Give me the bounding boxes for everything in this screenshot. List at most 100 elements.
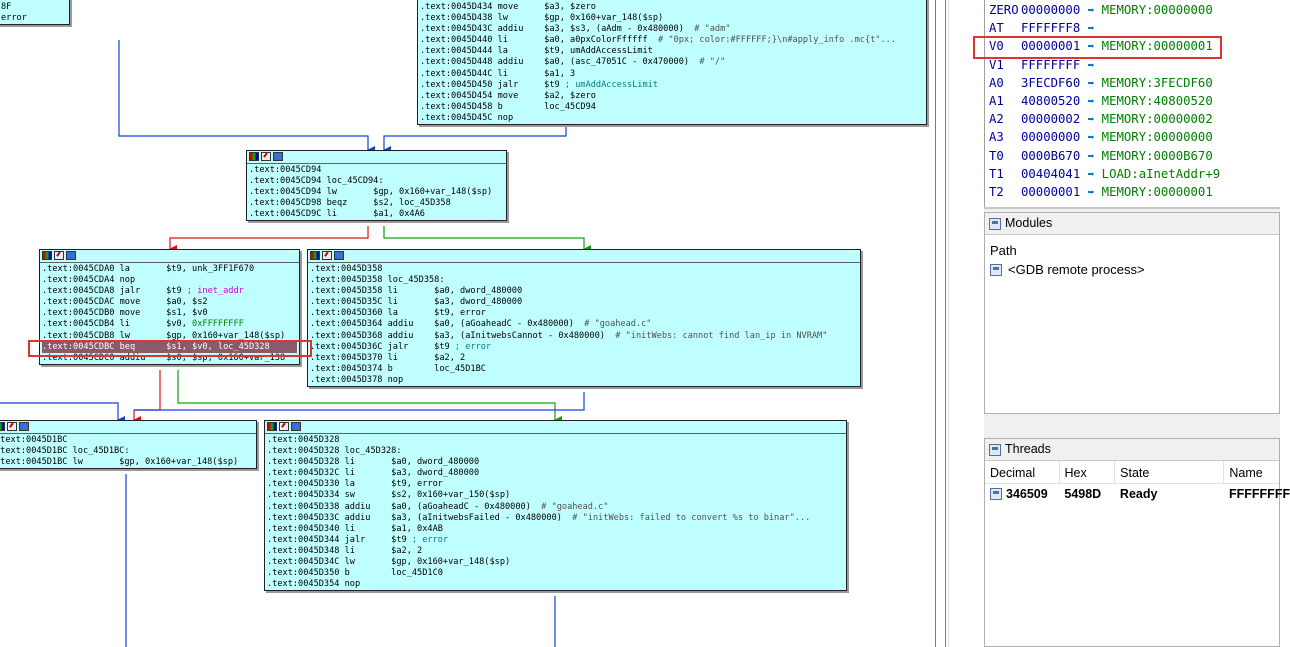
asm-line[interactable]: .text:0045D1BC xyxy=(0,435,68,445)
column-name[interactable]: Name xyxy=(1229,466,1263,480)
color-icon[interactable] xyxy=(0,422,5,431)
asm-line[interactable]: 8F xyxy=(1,2,12,12)
asm-line[interactable]: .text:0045D328 li $a0, dword_480000 xyxy=(267,457,480,468)
color-icon[interactable] xyxy=(310,251,320,260)
asm-line[interactable]: .text:0045CDBC beq $s1, $v0, loc_45D328 xyxy=(42,341,297,353)
asm-line[interactable]: .text:0045CDB8 lw $gp, 0x160+var_148($sp… xyxy=(42,330,286,341)
asm-line[interactable]: .text:0045D350 b loc_45D1C0 xyxy=(267,568,443,579)
asm-line[interactable]: .text:0045D370 li $a2, 2 xyxy=(310,352,466,363)
register-value[interactable]: 00000001 xyxy=(1021,39,1081,54)
register-value[interactable]: 3FECDF60 xyxy=(1021,75,1081,90)
register-value[interactable]: FFFFFFFF xyxy=(1021,57,1081,72)
register-target[interactable]: MEMORY:00000001 xyxy=(1101,39,1213,54)
asm-line[interactable]: .text:0045D34C lw $gp, 0x160+var_148($sp… xyxy=(267,557,511,568)
code-block-top[interactable]: .text:0045D434 move $a3, $zero.text:0045… xyxy=(417,0,927,126)
asm-line[interactable]: .text:0045CDB4 li $v0, 0xFFFFFFFF xyxy=(42,319,244,330)
register-target[interactable]: MEMORY:00000000 xyxy=(1101,130,1213,145)
register-value[interactable]: 40800520 xyxy=(1021,94,1081,108)
asm-line[interactable]: .text:0045D36C jalr $t9 ; error xyxy=(310,341,492,352)
column-state[interactable]: State xyxy=(1115,461,1225,483)
asm-line[interactable]: .text:0045D458 b loc_45CD94 xyxy=(420,101,596,112)
asm-line[interactable]: .text:0045CD9C li $a1, 0x4A6 xyxy=(249,209,425,220)
modules-pane[interactable]: Modules Path <GDB remote process> xyxy=(984,212,1280,414)
asm-line[interactable]: .text:0045D358 loc_45D358: xyxy=(310,275,445,286)
register-target[interactable]: MEMORY:00000002 xyxy=(1101,112,1213,127)
asm-line[interactable]: .text:0045D454 move $a2, $zero xyxy=(420,90,596,101)
asm-line[interactable]: .text:0045D35C li $a3, dword_480000 xyxy=(310,297,523,308)
asm-line[interactable]: .text:0045D450 jalr $t9 ; umAddAccessLim… xyxy=(420,79,659,90)
edit-icon[interactable] xyxy=(322,251,332,260)
column-decimal[interactable]: Decimal xyxy=(985,461,1060,483)
asm-line[interactable]: .text:0045D344 jalr $t9 ; error xyxy=(267,534,449,545)
asm-line[interactable]: .text:0045D33C addiu $a3, (aInitwebsFail… xyxy=(267,512,811,523)
asm-line[interactable]: .text:0045D334 sw $s2, 0x160+var_150($sp… xyxy=(267,490,511,501)
asm-line[interactable]: .text:0045D368 addiu $a3, (aInitwebsCann… xyxy=(310,330,828,341)
asm-line[interactable]: .text:0045D448 addiu $a0, (asc_47051C - … xyxy=(420,57,726,68)
asm-line[interactable]: .text:0045D1BC lw $gp, 0x160+var_148($sp… xyxy=(0,457,239,468)
group-icon[interactable] xyxy=(334,251,344,260)
modules-path-header[interactable]: Path xyxy=(990,243,1017,258)
register-value[interactable]: 00000000 xyxy=(1021,3,1081,17)
register-value[interactable]: 00000001 xyxy=(1021,185,1081,199)
register-value[interactable]: 00404041 xyxy=(1021,166,1081,181)
asm-line[interactable]: error xyxy=(1,13,27,24)
group-icon[interactable] xyxy=(291,422,301,431)
register-target[interactable]: MEMORY:0000B670 xyxy=(1101,148,1213,163)
code-block-cd94[interactable]: .text:0045CD94.text:0045CD94 loc_45CD94:… xyxy=(246,150,507,222)
asm-line[interactable]: .text:0045D360 la $t9, error xyxy=(310,308,486,319)
register-target[interactable]: MEMORY:00000000 xyxy=(1101,3,1213,17)
asm-line[interactable]: .text:0045D378 nop xyxy=(310,374,404,385)
edit-icon[interactable] xyxy=(261,152,271,161)
group-icon[interactable] xyxy=(19,422,29,431)
asm-line[interactable]: .text:0045CD98 beqz $s2, loc_45D358 xyxy=(249,198,451,209)
asm-line[interactable]: .text:0045CDB0 move $s1, $v0 xyxy=(42,308,208,319)
asm-line[interactable]: .text:0045D444 la $t9, umAddAccessLimit xyxy=(420,46,653,57)
asm-line[interactable]: .text:0045CDA0 la $t9, unk_3FF1F670 xyxy=(42,264,255,274)
group-icon[interactable] xyxy=(66,251,76,260)
code-block-d358[interactable]: .text:0045D358.text:0045D358 loc_45D358:… xyxy=(307,249,861,388)
asm-line[interactable]: .text:0045CD94 loc_45CD94: xyxy=(249,176,384,187)
asm-line[interactable]: .text:0045CD94 xyxy=(249,165,322,175)
register-target[interactable]: MEMORY:3FECDF60 xyxy=(1101,75,1213,90)
asm-line[interactable]: .text:0045D438 lw $gp, 0x160+var_148($sp… xyxy=(420,13,664,24)
asm-line[interactable]: .text:0045D328 loc_45D328: xyxy=(267,446,402,457)
asm-line[interactable]: .text:0045D354 nop xyxy=(267,579,361,590)
register-target[interactable]: MEMORY:40800520 xyxy=(1101,94,1213,108)
asm-line[interactable]: .text:0045D1BC loc_45D1BC: xyxy=(0,446,130,457)
asm-line[interactable]: .text:0045CDA4 nop xyxy=(42,275,136,286)
color-icon[interactable] xyxy=(249,152,259,161)
asm-line[interactable]: .text:0045D434 move $a3, $zero xyxy=(420,2,596,12)
color-icon[interactable] xyxy=(267,422,277,431)
register-value[interactable]: 0000B670 xyxy=(1021,148,1081,163)
graph-splitter[interactable] xyxy=(935,0,948,647)
asm-line[interactable]: .text:0045D338 addiu $a0, (aGoaheadC - 0… xyxy=(267,501,609,512)
asm-line[interactable]: .text:0045D32C li $a3, dword_480000 xyxy=(267,468,480,479)
asm-line[interactable]: .text:0045D340 li $a1, 0x4AB xyxy=(267,523,443,534)
thread-row[interactable]: 346509 5498D Ready FFFFFFFF xyxy=(985,484,1290,504)
module-row[interactable]: <GDB remote process> xyxy=(985,258,1279,277)
registers-scrollbar[interactable] xyxy=(984,207,1280,209)
asm-line[interactable]: .text:0045D45C nop xyxy=(420,112,514,123)
group-icon[interactable] xyxy=(273,152,283,161)
column-hex[interactable]: Hex xyxy=(1060,461,1116,483)
asm-line[interactable]: .text:0045D374 b loc_45D1BC xyxy=(310,363,486,374)
code-block-d1bc[interactable]: .text:0045D1BC.text:0045D1BC loc_45D1BC:… xyxy=(0,420,257,470)
threads-pane[interactable]: Threads Decimal Hex State Name 346509 54… xyxy=(984,438,1290,647)
asm-line[interactable]: .text:0045D43C addiu $a3, $s3, (aAdm - 0… xyxy=(420,24,731,35)
asm-line[interactable]: .text:0045D440 li $a0, a0pxColorFfffff #… xyxy=(420,35,896,46)
color-icon[interactable] xyxy=(42,251,52,260)
asm-line[interactable]: .text:0045D358 xyxy=(310,264,383,274)
